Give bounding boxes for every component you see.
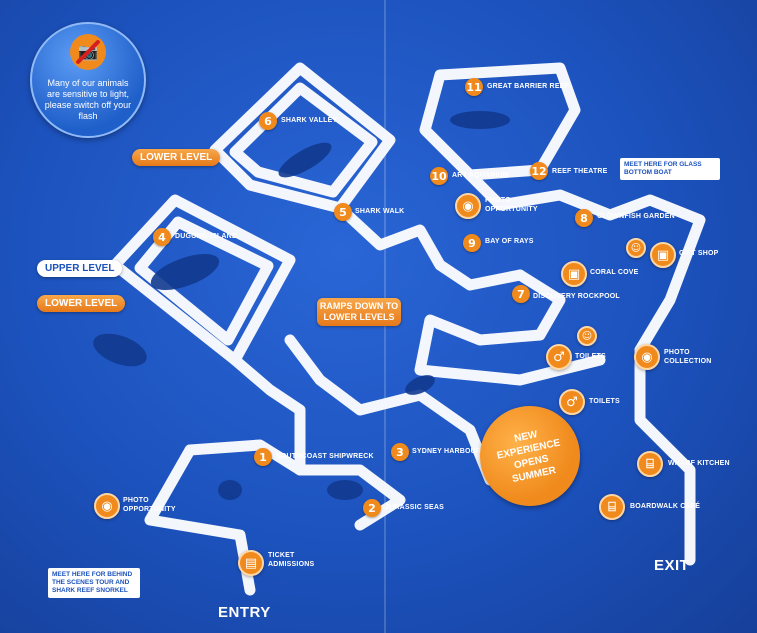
coral-cove-label: CORAL COVE — [590, 269, 639, 276]
toilets-1-label: TOILETS — [575, 353, 606, 360]
exhibit-3-number[interactable]: 3 — [391, 443, 409, 461]
path-shark-valley-loop — [209, 62, 396, 214]
toilets-2-label: TOILETS — [589, 398, 620, 405]
exhibit-7-number[interactable]: 7 — [512, 285, 530, 303]
exhibit-10-number[interactable]: 10 — [430, 167, 448, 185]
flash-notice-bubble: 📷 Many of our animals are sensitive to l… — [30, 22, 146, 138]
photo-opportunity-top-label: PHOTO OPPORTUNITY — [485, 197, 538, 213]
exhibit-6-number[interactable]: 6 — [259, 112, 277, 130]
baby-change-icon[interactable]: ☺ — [626, 238, 646, 258]
camera-icon[interactable]: ◉ — [455, 193, 481, 219]
cutlery-icon[interactable]: ⌸ — [599, 494, 625, 520]
shopping-bag-icon[interactable]: ▣ — [561, 261, 587, 287]
exhibit-4-label: DUGONG ISLAND — [175, 233, 238, 240]
entry-label: ENTRY — [218, 604, 271, 621]
camera-icon[interactable]: ◉ — [94, 493, 120, 519]
path-dugong-inner — [134, 216, 274, 346]
photo-collection-label: PHOTO COLLECTION — [664, 349, 712, 365]
lower-level-label-left: LOWER LEVEL — [37, 295, 126, 312]
dugong-silhouette — [150, 253, 220, 291]
exit-label: EXIT — [654, 557, 690, 574]
flash-notice-text: Many of our animals are sensitive to lig… — [44, 78, 132, 121]
boardwalk-cafe-label: BOARDWALK CAFÉ — [630, 503, 701, 510]
exhibit-9-number[interactable]: 9 — [463, 234, 481, 252]
exhibit-8-label: CLOWNFISH GARDEN — [597, 213, 675, 220]
exhibit-7-label: DISCOVERY ROCKPOOL — [533, 293, 620, 300]
cutlery-icon[interactable]: ⌸ — [637, 451, 663, 477]
ticket-icon[interactable]: ▤ — [238, 550, 264, 576]
shark-silhouette — [278, 142, 332, 178]
fish-silhouette-gbr — [450, 111, 510, 129]
exhibit-2-label: JURASSIC SEAS — [385, 504, 445, 511]
exhibit-2-number[interactable]: 2 — [363, 499, 381, 517]
exhibit-12-number[interactable]: 12 — [530, 162, 548, 180]
exhibit-8-number[interactable]: 8 — [575, 209, 593, 227]
shopping-bag-icon[interactable]: ▣ — [650, 242, 676, 268]
exhibit-11-number[interactable]: 11 — [465, 78, 483, 96]
behind-scenes-note: MEET HERE FOR BEHIND THE SCENES TOUR AND… — [48, 568, 140, 598]
path-rockpool — [414, 269, 606, 386]
new-experience-text: NEW EXPERIENCE OPENS SUMMER — [495, 429, 562, 486]
exhibit-1-number[interactable]: 1 — [254, 448, 272, 466]
photo-opportunity-bottom-label: PHOTO OPPORTUNITY — [123, 497, 176, 513]
baby-change-icon[interactable]: ☺ — [577, 326, 597, 346]
gift-shop-label: GIFT SHOP — [679, 250, 719, 257]
exhibit-4-number[interactable]: 4 — [153, 228, 171, 246]
upper-level-label: UPPER LEVEL — [37, 260, 123, 277]
octopus-silhouette — [218, 480, 242, 500]
path-shark-valley-inner — [229, 82, 378, 198]
ray-silhouette — [93, 333, 147, 367]
path-exit — [634, 344, 696, 566]
exhibit-5-number[interactable]: 5 — [334, 203, 352, 221]
path-left-link — [229, 354, 306, 476]
exhibit-3-label: SYDNEY HARBOUR — [412, 448, 482, 455]
path-entry — [144, 444, 256, 596]
camera-icon[interactable]: ◉ — [634, 344, 660, 370]
lobster-silhouette — [405, 375, 435, 395]
wharf-kitchen-label: WHARF KITCHEN — [668, 460, 730, 467]
lower-level-label-top: LOWER LEVEL — [132, 149, 221, 166]
toilets-icon[interactable]: ♂ — [546, 344, 572, 370]
exhibit-11-label: GREAT BARRIER REEF — [487, 83, 570, 90]
turtle-silhouette — [327, 480, 363, 500]
path-shark-walk — [334, 202, 526, 291]
path-reef-clown — [464, 169, 706, 356]
path-harbour — [284, 334, 496, 486]
exhibit-6-label: SHARK VALLEY — [281, 117, 338, 124]
path-shipwreck — [184, 439, 406, 531]
toilets-icon[interactable]: ♂ — [559, 389, 585, 415]
glass-boat-note: MEET HERE FOR GLASS BOTTOM BOAT — [620, 158, 720, 180]
exhibit-10-label: ART AQUARIUM — [452, 172, 509, 179]
exhibit-12-label: REEF THEATRE — [552, 168, 608, 175]
exhibit-5-label: SHARK WALK — [355, 208, 405, 215]
no-flash-camera-icon: 📷 — [70, 34, 106, 70]
ticket-admissions-label: TICKET ADMISSIONS — [268, 552, 315, 568]
exhibit-1-label: SOUTHCOAST SHIPWRECK — [276, 453, 374, 460]
exhibit-9-label: BAY OF RAYS — [485, 238, 534, 245]
ramps-down-label: RAMPS DOWN TO LOWER LEVELS — [317, 298, 401, 326]
